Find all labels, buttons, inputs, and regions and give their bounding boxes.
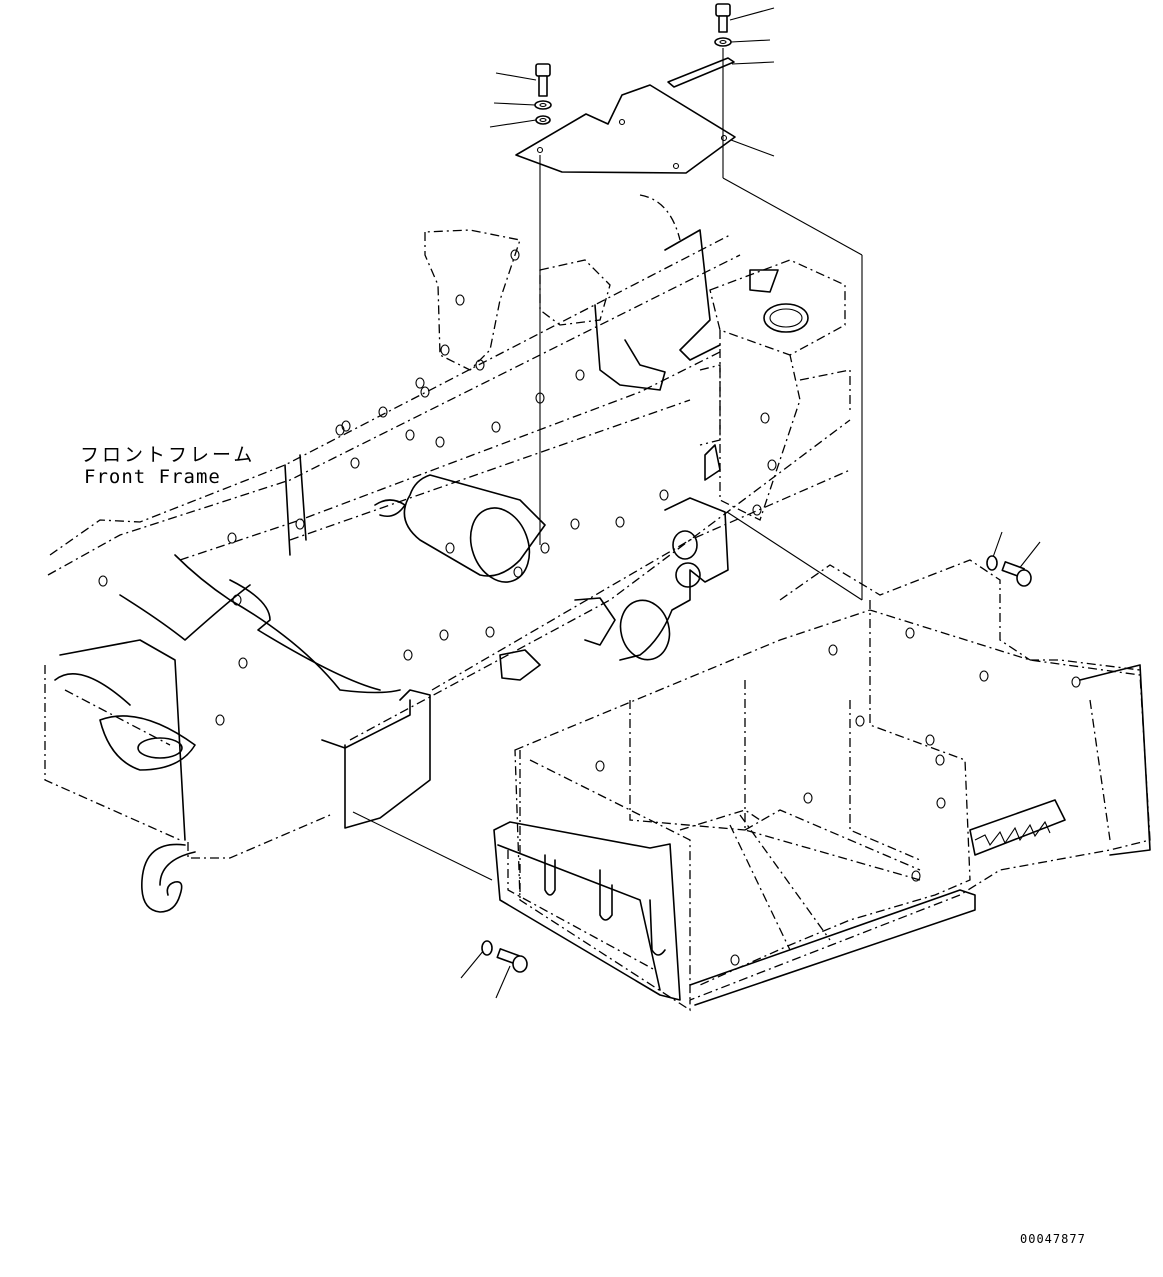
side-step-assembly <box>493 559 1151 1012</box>
bolt-hole <box>435 436 445 448</box>
bolt-hole <box>98 575 108 587</box>
bolt-hole <box>510 249 520 261</box>
bolt-hole <box>752 504 762 516</box>
document-number: 00047877 <box>1020 1232 1086 1246</box>
front-frame <box>44 194 851 913</box>
bolt-hole <box>925 734 935 746</box>
right-bolt <box>986 555 1032 587</box>
bolt-hole <box>420 386 430 398</box>
bolt-hole <box>405 429 415 441</box>
bolt-hole <box>730 954 740 966</box>
bolt-hole <box>455 294 465 306</box>
leader-lines <box>460 7 1041 999</box>
bolt-hole <box>238 657 248 669</box>
bolt-hole <box>295 518 305 530</box>
bolt-hole <box>535 392 545 404</box>
bolt-hole <box>341 420 351 432</box>
bolt-hole <box>491 421 501 433</box>
assembly-guides <box>352 48 863 881</box>
bolt-hole <box>378 406 388 418</box>
bolt-hole <box>440 344 450 356</box>
bolt-hole <box>232 594 242 606</box>
strap-plate <box>667 57 735 88</box>
bolt-hole <box>828 644 838 656</box>
part-name-en: Front Frame <box>84 466 221 488</box>
bolt-hole <box>403 649 413 661</box>
bolt-hole <box>760 412 770 424</box>
bolt-hole <box>227 532 237 544</box>
bolt-hole <box>570 518 580 530</box>
bolt-hole <box>415 377 425 389</box>
bolt-hole <box>475 359 485 371</box>
bolt-hole <box>615 516 625 528</box>
bolt-hole <box>905 627 915 639</box>
bolt-hole <box>911 870 921 882</box>
bolt-hole <box>1071 676 1081 688</box>
bolt-hole <box>803 792 813 804</box>
bolt-hole <box>350 457 360 469</box>
bolt-hole <box>935 754 945 766</box>
bolt-hole <box>936 797 946 809</box>
bolt-hole <box>659 489 669 501</box>
bolt-hole <box>335 424 345 436</box>
bolt-hole <box>513 566 523 578</box>
bolt-holes <box>98 249 1081 966</box>
bolt-hole <box>540 542 550 554</box>
bolt-hole <box>445 542 455 554</box>
bolt-hole <box>595 760 605 772</box>
bolt-hole <box>215 714 225 726</box>
bolt-hole <box>767 459 777 471</box>
lower-bolt <box>481 940 528 973</box>
cover-plate <box>515 84 736 174</box>
bolt-hole <box>485 626 495 638</box>
top-left-bolt <box>534 63 552 125</box>
bolt-hole <box>575 369 585 381</box>
bolt-hole <box>855 715 865 727</box>
part-name-jp: フロントフレーム <box>80 444 256 466</box>
bolt-hole <box>439 629 449 641</box>
top-right-bolt <box>714 3 732 47</box>
bolt-hole <box>979 670 989 682</box>
